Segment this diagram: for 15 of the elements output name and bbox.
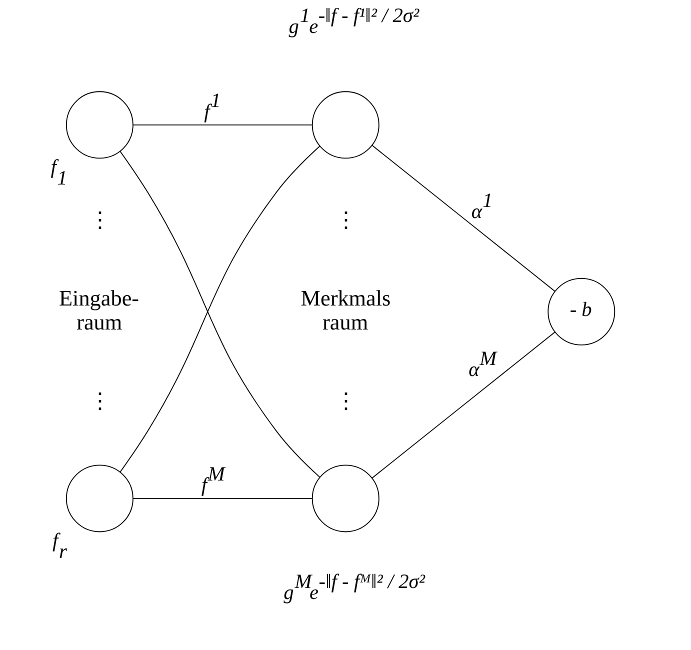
node-circle <box>65 91 133 159</box>
label: Merkmals raum <box>300 285 390 334</box>
connector <box>132 124 312 126</box>
label: ⋮ <box>334 206 356 232</box>
node-circle: - b <box>547 278 615 346</box>
node-circle <box>311 464 379 532</box>
node-circle <box>65 464 133 532</box>
label: ⋮ <box>334 388 356 414</box>
connector <box>371 332 555 479</box>
label: ⋮ <box>88 388 111 414</box>
label: Eingabe- raum <box>58 285 139 334</box>
connector <box>132 498 312 499</box>
connector <box>371 144 555 292</box>
label: ⋮ <box>88 206 111 232</box>
node-circle <box>311 91 379 159</box>
